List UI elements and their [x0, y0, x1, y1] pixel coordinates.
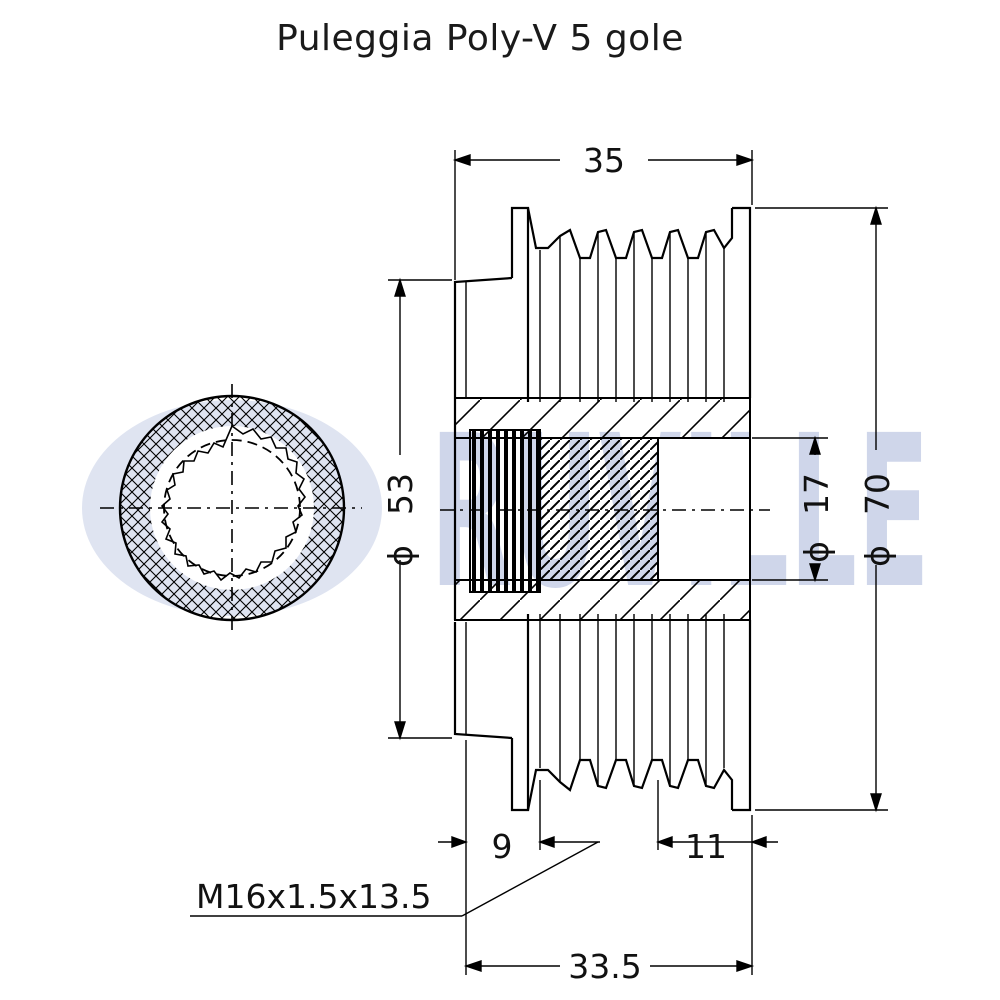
dim-diameter-hub: 53: [381, 473, 420, 515]
spline-section: [469, 429, 541, 593]
thread-section: [539, 437, 659, 581]
dim-diameter-outer: 70: [858, 473, 897, 515]
dim-diameter-symbol-53: ϕ: [381, 545, 420, 567]
dim-left-depth: 9: [492, 827, 513, 866]
dim-diameter-bore: 17: [797, 473, 836, 515]
end-view: [100, 384, 362, 632]
spline-teeth: [160, 424, 307, 582]
dim-body-length: 33.5: [568, 947, 641, 986]
dimension-lines: [190, 150, 888, 975]
dim-thread: M16x1.5x13.5: [196, 877, 431, 916]
dim-right-depth: 11: [685, 827, 727, 866]
drawing-title: Puleggia Poly-V 5 gole: [276, 18, 684, 59]
dim-diameter-symbol-17: ϕ: [797, 541, 836, 563]
dim-diameter-symbol-70: ϕ: [858, 545, 897, 567]
side-view: [440, 206, 770, 812]
dim-overall-length: 35: [583, 141, 625, 180]
